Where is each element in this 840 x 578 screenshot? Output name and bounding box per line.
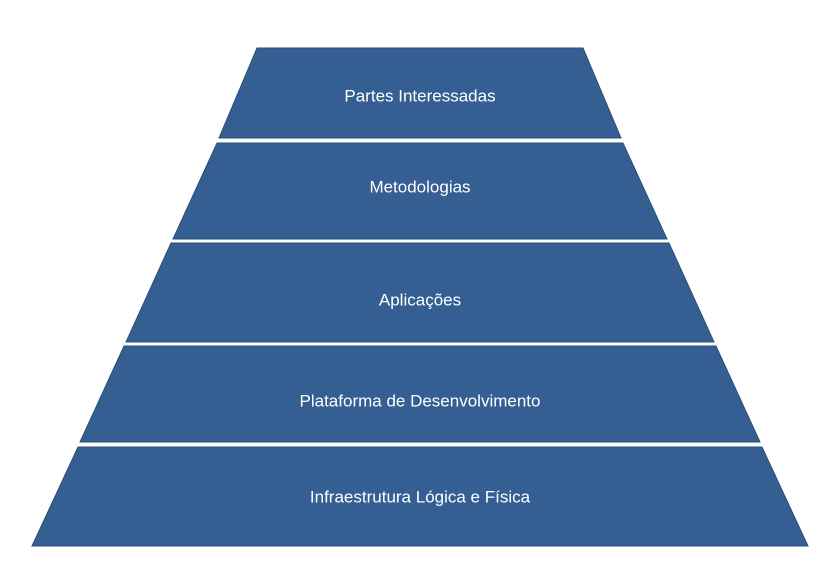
pyramid-layer-5: Infraestrutura Lógica e Física [31,446,809,547]
pyramid-layer-3: Aplicações [125,242,715,343]
pyramid-layer-1: Partes Interessadas [218,47,622,139]
layer-5-label: Infraestrutura Lógica e Física [310,487,531,506]
pyramid-layer-2: Metodologias [172,142,668,240]
layer-1-shape [218,47,622,139]
layer-3-label: Aplicações [379,290,461,309]
layer-1-label: Partes Interessadas [344,86,495,105]
layer-4-shape [79,345,761,443]
layer-5-shape [31,446,809,547]
layer-2-shape [172,142,668,240]
layer-2-label: Metodologias [369,177,470,196]
layer-3-shape [125,242,715,343]
pyramid-layer-4: Plataforma de Desenvolvimento [79,345,761,443]
layer-4-label: Plataforma de Desenvolvimento [300,391,541,410]
